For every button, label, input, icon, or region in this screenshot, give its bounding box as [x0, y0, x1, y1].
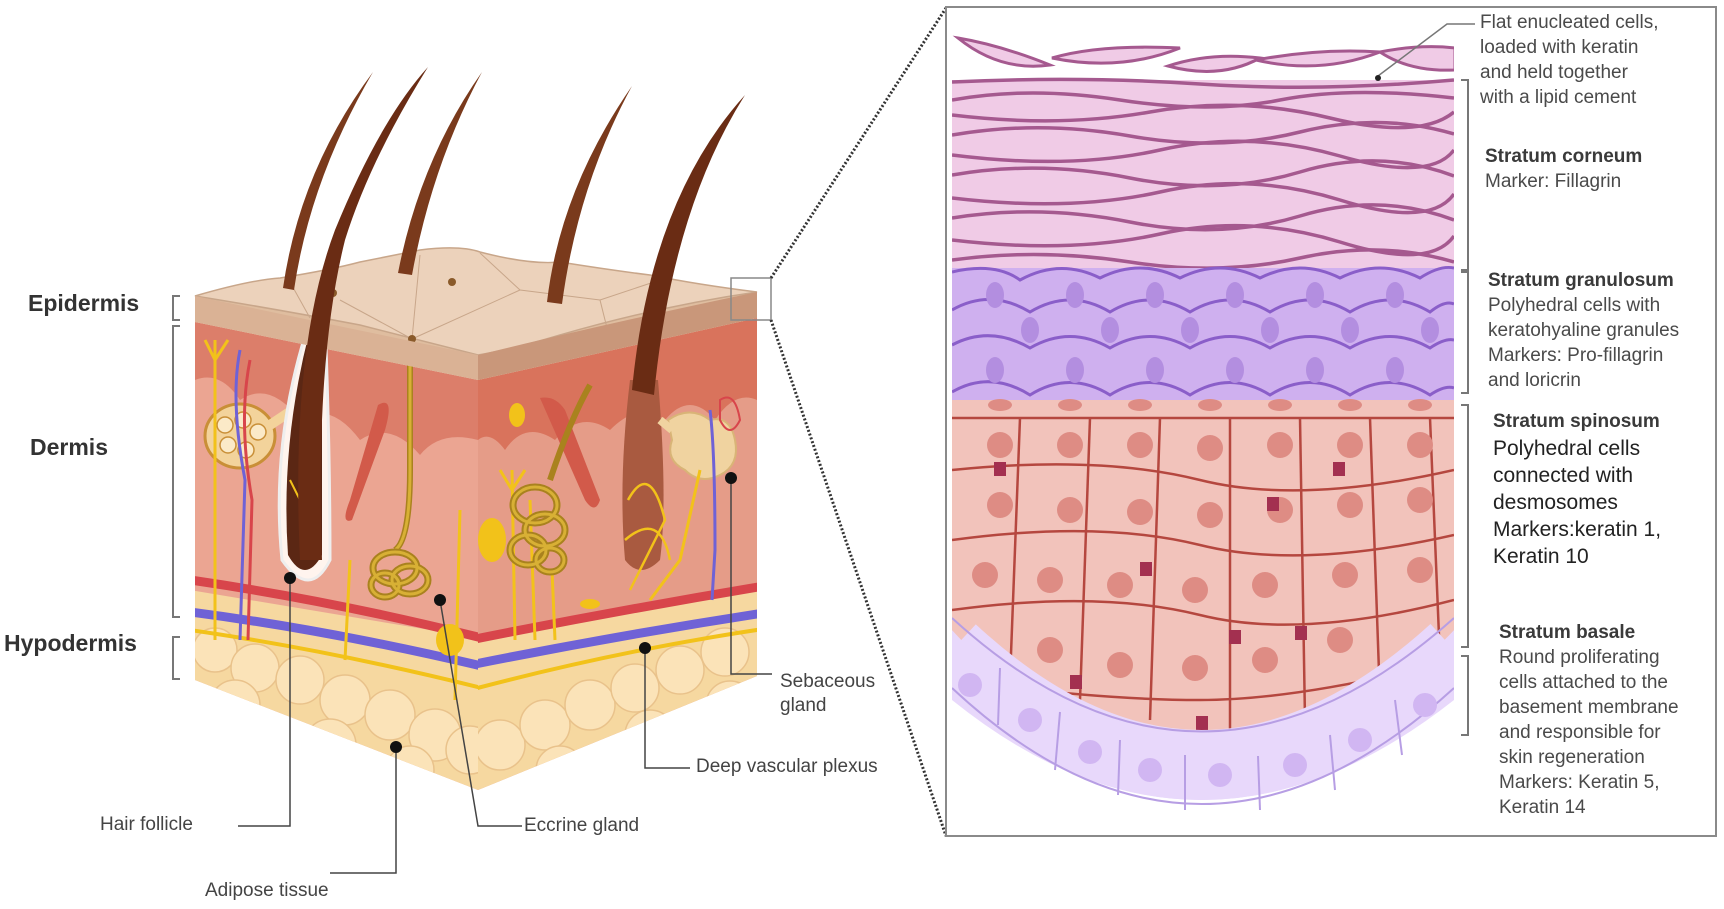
desc-line: Keratin 14 [1499, 797, 1586, 818]
eccrine-gland-left [367, 340, 432, 601]
stratum-granulosum-desc: Stratum granulosum Polyhedral cells with… [1488, 268, 1679, 393]
callout-hair-follicle: Hair follicle [100, 814, 193, 835]
desc-line: and loricrin [1488, 370, 1581, 391]
stratum-basale-title: Stratum basale [1499, 622, 1636, 643]
label-hypodermis: Hypodermis [4, 630, 137, 656]
zoom-line-top [769, 7, 948, 279]
label-epidermis: Epidermis [28, 290, 140, 316]
stratum-corneum-title: Stratum corneum [1485, 146, 1643, 167]
top-note-line: and held together [1480, 62, 1628, 83]
desc-line: Markers: Pro-fillagrin [1488, 345, 1664, 366]
callout-eccrine-gland: Eccrine gland [524, 815, 640, 836]
top-note: Flat enucleated cells, loaded with kerat… [1480, 10, 1659, 110]
callout-deep-vascular-plexus: Deep vascular plexus [696, 756, 878, 777]
stratum-spinosum-title: Stratum spinosum [1493, 411, 1660, 432]
layer-brackets [172, 295, 180, 680]
strata-brackets [1461, 79, 1469, 736]
hair-shafts [283, 67, 745, 560]
skin-block-right-face [478, 318, 757, 790]
desc-line: Polyhedral cells with [1488, 295, 1661, 316]
callout-dots [284, 472, 737, 753]
top-note-line: Flat enucleated cells, [1480, 12, 1659, 33]
desc-line: Keratin 10 [1493, 545, 1589, 568]
stratum-basale-desc: Stratum basale Round proliferating cells… [1499, 620, 1679, 820]
epidermis-layers-detail [952, 35, 1454, 811]
label-dermis: Dermis [30, 434, 108, 460]
desc-line: Polyhedral cells [1493, 437, 1641, 460]
stratum-granulosum-title: Stratum granulosum [1488, 270, 1674, 291]
desc-line: basement membrane [1499, 697, 1679, 718]
zoom-region-indicator [730, 277, 772, 321]
desc-line: and responsible for [1499, 722, 1661, 743]
callout-sebaceous-line1: Sebaceous [780, 671, 876, 692]
desc-line: Round proliferating [1499, 647, 1660, 668]
desc-line: desmosomes [1493, 491, 1618, 514]
callout-adipose-tissue: Adipose tissue [205, 880, 329, 901]
zoom-line-bottom [769, 319, 948, 837]
top-note-line: with a lipid cement [1480, 87, 1637, 108]
callout-leaders [238, 478, 772, 874]
desc-line: skin regeneration [1499, 747, 1645, 768]
desc-line: Markers: Keratin 5, [1499, 772, 1660, 793]
skin-block-left-face [195, 322, 478, 790]
stratum-spinosum-desc: Stratum spinosum Polyhedral cells connec… [1493, 408, 1661, 570]
eccrine-gland-right [506, 383, 593, 576]
callout-sebaceous-gland: Sebaceous gland [780, 670, 875, 718]
desc-line: cells attached to the [1499, 672, 1668, 693]
top-note-leader [1377, 23, 1475, 77]
top-note-line: loaded with keratin [1480, 37, 1639, 58]
sebaceous-gland-right [657, 411, 737, 480]
callout-sebaceous-line2: gland [780, 695, 827, 716]
desc-line: keratohyaline granules [1488, 320, 1680, 341]
desc-line: connected with [1493, 464, 1634, 487]
desc-line: Markers:keratin 1, [1493, 518, 1662, 541]
desc-line: Marker: Fillagrin [1485, 171, 1622, 192]
stratum-corneum-desc: Stratum corneum Marker: Fillagrin [1485, 144, 1642, 194]
